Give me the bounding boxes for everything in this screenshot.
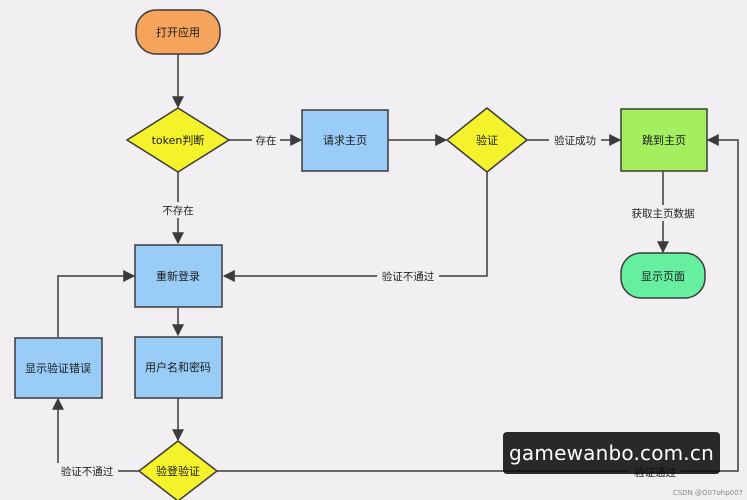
node-show-page-label: 显示页面: [641, 270, 685, 283]
node-login-verify-label: 验登验证: [156, 464, 200, 478]
node-verify: [445, 107, 529, 173]
watermark: gamewanbo.com.cn: [503, 432, 720, 474]
node-credentials-label: 用户名和密码: [145, 360, 211, 374]
edge-error-to-relogin: [57, 270, 136, 337]
edge-label-not-exists: 不存在: [162, 204, 194, 217]
edge-label-verify-success: 验证成功: [554, 134, 596, 147]
node-request-home-label: 请求主页: [323, 134, 367, 147]
node-jump-home: [620, 108, 708, 172]
node-verify-label: 验证: [476, 133, 498, 147]
edge-label-verify-failed-bottom: 验证不通过: [61, 465, 114, 478]
node-jump-home-label: 跳到主页: [642, 133, 686, 147]
node-login-verify: [137, 440, 219, 500]
node-open-app-label: 打开应用: [156, 25, 200, 39]
node-show-page: [620, 252, 706, 299]
edge-verify-to-relogin: [222, 172, 488, 282]
credit-text: CSDN @O07ohp007: [672, 489, 743, 497]
node-open-app: [135, 9, 221, 55]
node-show-error-label: 显示验证错误: [25, 361, 91, 375]
edge-label-verify-failed-top: 验证不通过: [382, 270, 435, 283]
node-show-error: [14, 337, 103, 399]
edge-label-fetch-home-data: 获取主页数据: [632, 207, 695, 220]
node-request-home: [301, 109, 389, 172]
edge-label-exists: 存在: [256, 134, 277, 147]
node-token-check: [125, 107, 231, 173]
edge-loginverify-to-jump: [217, 134, 739, 472]
node-token-check-label: token判断: [152, 133, 205, 147]
edge-loginverify-to-error: [52, 397, 141, 472]
node-relogin-label: 重新登录: [156, 269, 200, 283]
node-relogin: [134, 244, 223, 308]
node-credentials: [134, 336, 223, 399]
